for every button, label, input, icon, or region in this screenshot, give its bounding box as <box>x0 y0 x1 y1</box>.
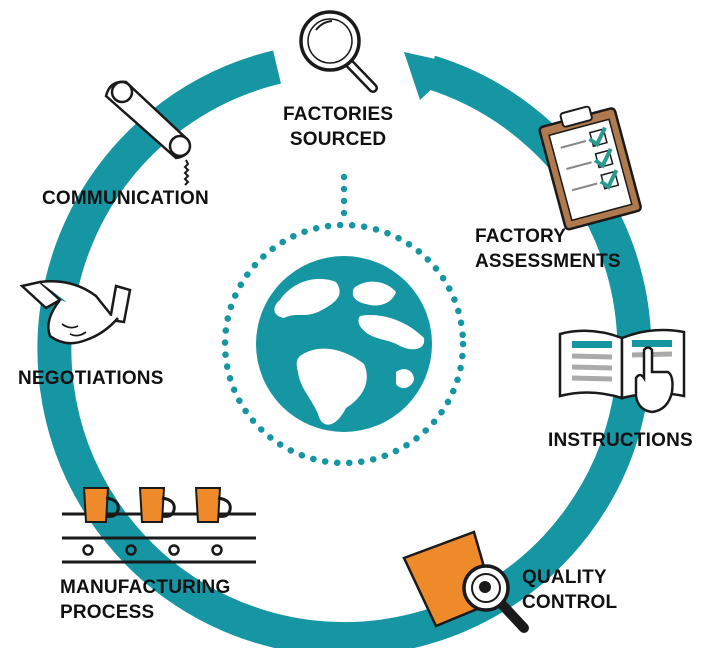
telephone-icon <box>104 80 192 186</box>
clipboard-icon <box>538 105 642 231</box>
conveyor-mugs-icon <box>62 487 256 564</box>
open-book-icon <box>558 328 686 414</box>
globe-icon <box>221 173 467 467</box>
ring-arrowhead <box>404 52 458 100</box>
label-quality-control: QUALITY CONTROL <box>522 565 617 615</box>
label-line: QUALITY <box>522 567 607 588</box>
handshake-icon <box>19 280 132 345</box>
cycle-ring <box>37 50 652 648</box>
label-communication: COMMUNICATION <box>42 186 209 211</box>
mug-magnifier-icon <box>402 530 529 633</box>
label-line: SOURCED <box>289 129 387 150</box>
label-factories-sourced: FACTORIES SOURCED <box>283 102 393 152</box>
label-factory-assessments: FACTORY ASSESSMENTS <box>475 224 621 274</box>
label-line: INSTRUCTIONS <box>548 430 693 451</box>
label-negotiations: NEGOTIATIONS <box>18 366 164 391</box>
label-line: ASSESSMENTS <box>475 251 621 272</box>
label-instructions: INSTRUCTIONS <box>548 428 693 453</box>
label-line: NEGOTIATIONS <box>18 368 164 389</box>
label-line: MANUFACTURING <box>60 577 231 598</box>
label-manufacturing-process: MANUFACTURING PROCESS <box>60 575 230 625</box>
magnifier-icon <box>299 10 378 93</box>
label-line: FACTORY <box>475 226 567 247</box>
label-line: FACTORIES <box>283 104 394 125</box>
label-line: PROCESS <box>60 602 155 623</box>
label-line: CONTROL <box>522 592 618 613</box>
label-line: COMMUNICATION <box>42 188 209 209</box>
